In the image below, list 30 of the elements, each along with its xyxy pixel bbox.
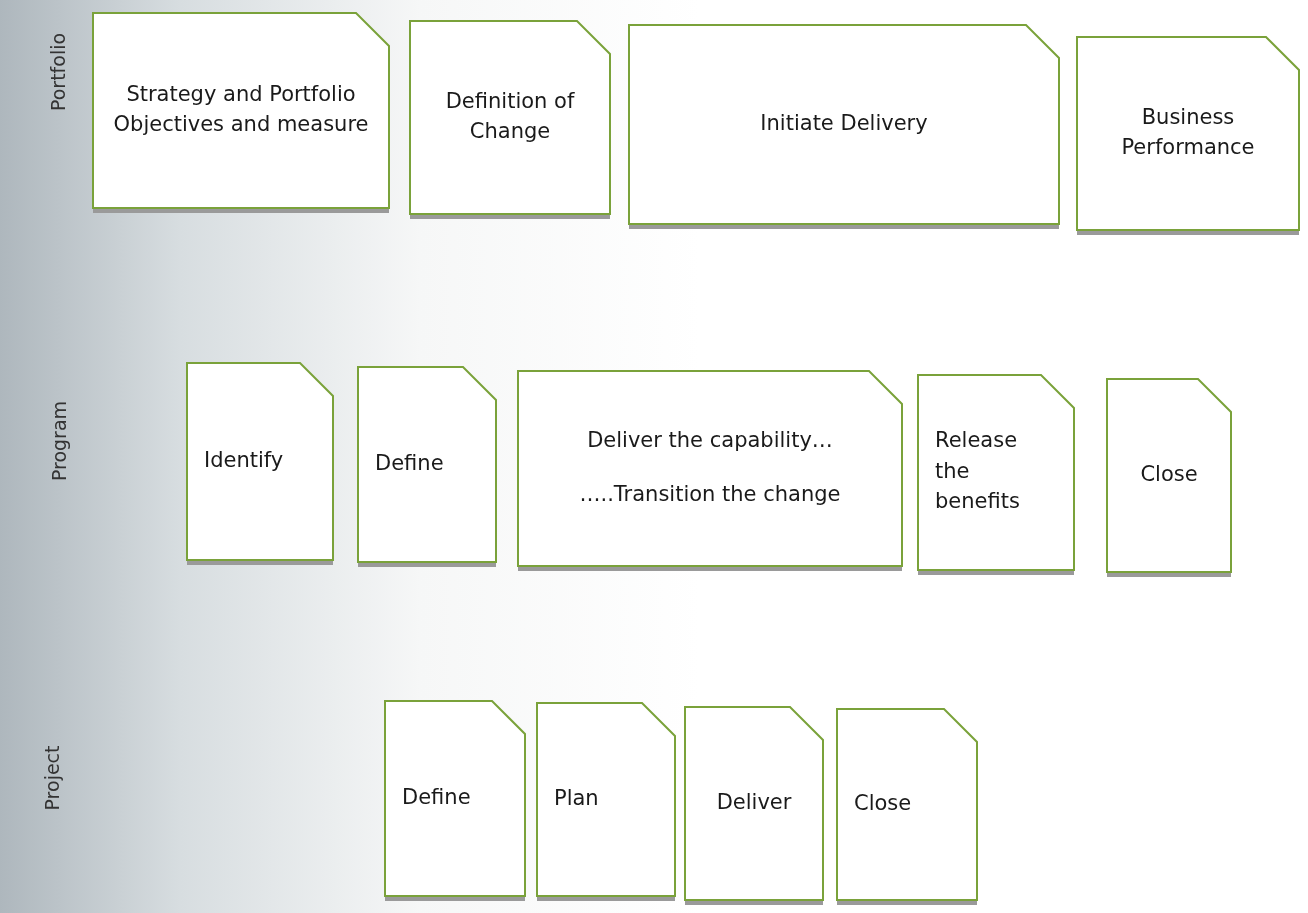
step-text: Close [854, 789, 913, 817]
step-text: Strategy and Portfolio Objectives and measure [112, 80, 370, 138]
step-text: Deliver [715, 788, 793, 816]
folded-card [1076, 36, 1300, 236]
folded-card [357, 366, 497, 568]
row-label: Program [48, 400, 71, 481]
step-text: Define [402, 783, 472, 811]
folded-card [536, 702, 676, 902]
folded-card [517, 370, 903, 572]
folded-card [628, 24, 1060, 230]
step-text: Deliver the capability… [586, 426, 834, 454]
folded-card [836, 708, 978, 906]
step-text: Identify [204, 446, 285, 474]
step-text: Definition of Change [444, 87, 576, 145]
folded-card [1106, 378, 1232, 578]
row-label: Portfolio [47, 32, 70, 111]
folded-card [684, 706, 824, 906]
step-text: Initiate Delivery [759, 109, 929, 137]
step-text: Plan [554, 784, 600, 812]
folded-card [384, 700, 526, 902]
row-label: Project [40, 746, 63, 811]
folded-card [409, 20, 611, 220]
step-text: Close [1139, 460, 1199, 488]
folded-card [917, 374, 1075, 576]
step-text: Release the benefits [935, 427, 1021, 516]
folded-card [92, 12, 390, 214]
step-text: …..Transition the change [578, 481, 842, 508]
step-text: Define [375, 449, 445, 477]
folded-card [186, 362, 334, 566]
step-text: Business Performance [1120, 103, 1256, 161]
